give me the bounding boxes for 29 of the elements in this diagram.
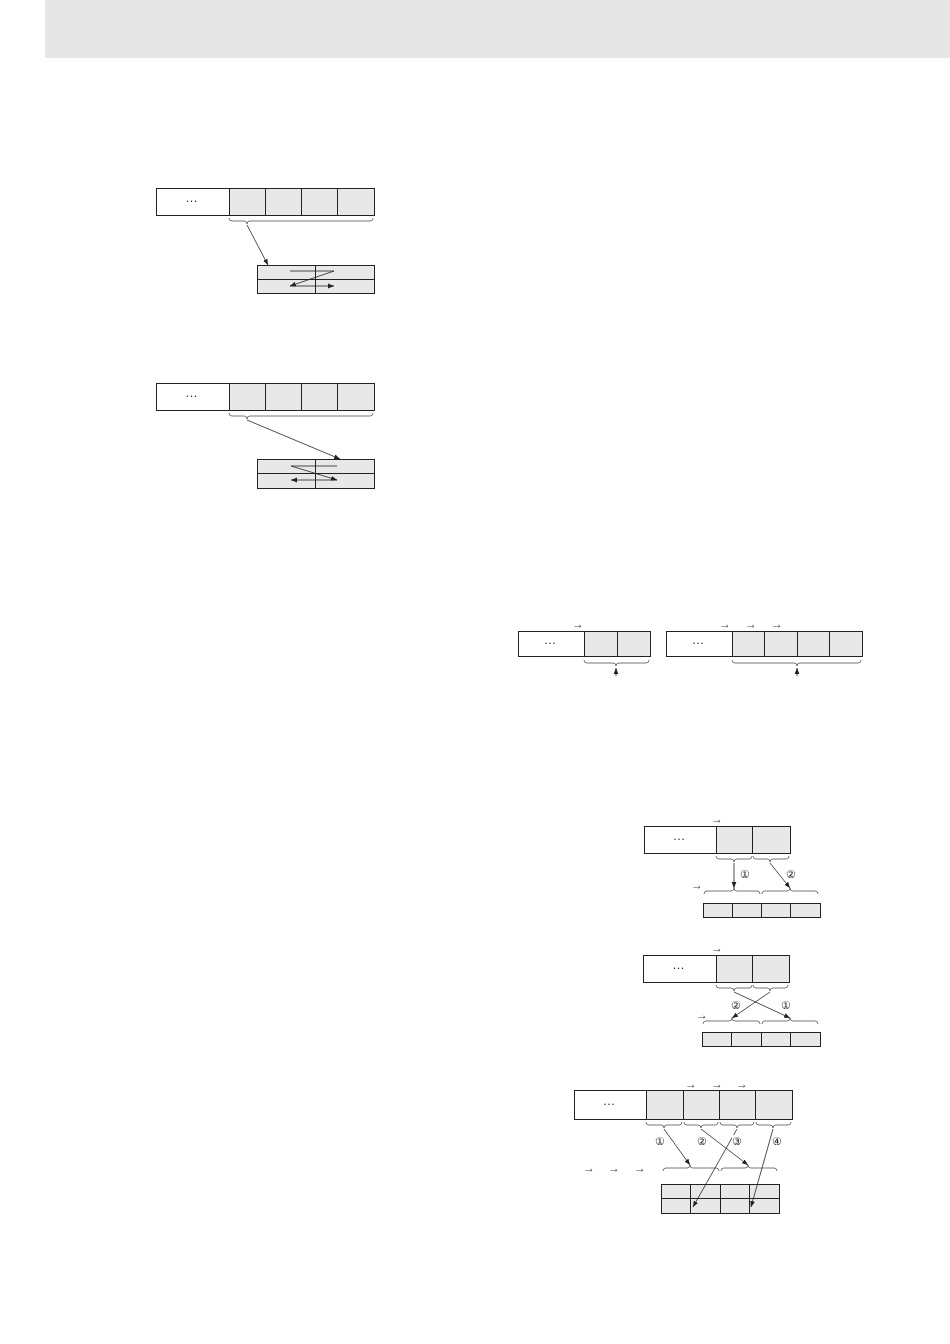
arrow-sign: → (572, 618, 584, 630)
ellipsis-text: ··· (692, 636, 704, 649)
ellipsis-text: ··· (673, 832, 685, 845)
edge-label: ① (740, 868, 750, 880)
ellipsis-text: ··· (544, 636, 556, 649)
arrow-sign: → (696, 1009, 708, 1021)
edge-label: ① (655, 1135, 665, 1147)
arrow-sign: → (608, 1162, 620, 1174)
arrow-sign: → (745, 618, 757, 630)
edge-label: ② (786, 868, 796, 880)
ellipsis-text: ··· (672, 961, 685, 974)
arrow-sign: → (711, 942, 723, 954)
ellipsis-text: ··· (185, 194, 198, 207)
edge-label: ④ (772, 1135, 782, 1147)
ellipsis-text: ··· (185, 389, 198, 402)
arrow-sign: → (736, 1078, 748, 1090)
arrow-sign: → (685, 1078, 697, 1090)
arrow-sign: → (711, 1078, 723, 1090)
arrow-sign: → (719, 618, 731, 630)
arrow-sign: → (583, 1162, 595, 1174)
edge-label: ③ (732, 1135, 742, 1147)
ellipsis-text: ··· (603, 1097, 615, 1110)
arrow-sign: → (691, 879, 703, 891)
arrow-sign: → (634, 1162, 646, 1174)
edge-label: ② (697, 1135, 707, 1147)
arrow-sign: → (711, 813, 723, 825)
edge-label: ① (781, 999, 791, 1011)
arrow-sign: → (771, 618, 783, 630)
edge-label: ② (731, 999, 741, 1011)
